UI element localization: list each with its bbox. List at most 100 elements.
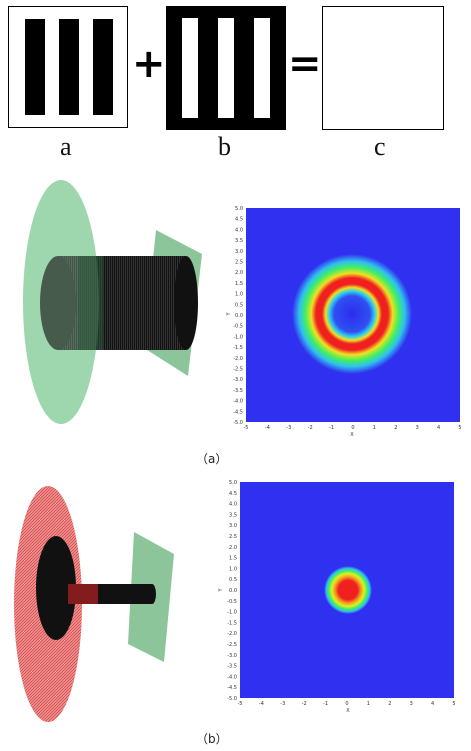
y-tick-label: -5.0 [227,696,237,702]
y-tick-label: -1.5 [233,345,243,351]
beam-focused-red [68,584,98,604]
panel-label-b: b [218,132,231,161]
illustration-b [14,486,174,722]
beam-input-section [36,536,76,640]
plus-operator: + [132,41,166,87]
x-tick-label: 4 [431,701,434,707]
caption-b: （b） [196,732,228,746]
panel-b-slit-3 [254,18,270,118]
x-tick-label: 0 [351,425,354,431]
y-tick-label: -0.5 [233,324,243,330]
y-tick-label: 4.0 [229,502,237,508]
x-tick-label: 1 [367,701,370,707]
y-tick-label: 2.0 [235,270,243,276]
beam-focused-end [148,584,156,604]
y-tick-label: -2.0 [233,356,243,362]
y-tick-label: 5.0 [235,206,243,212]
x-tick-label: -5 [238,701,243,707]
plot-a-ring [292,254,412,374]
x-tick-label: 5 [458,425,461,431]
y-tick-label: 2.5 [235,260,243,266]
x-tick-label: -2 [302,701,307,707]
panel-a-bar-3 [93,19,113,115]
y-tick-label: 4.0 [235,227,243,233]
plot-b-ylabel: Y [218,588,224,593]
panel-c-box [322,6,444,130]
y-tick-label: -5.0 [233,420,243,426]
y-tick-label: 0.0 [229,588,237,594]
x-tick-label: -1 [323,701,328,707]
y-tick-label: 1.5 [229,556,237,562]
panel-b-box [166,6,286,130]
green-disc-overlay [23,180,99,424]
x-tick-label: 1 [373,425,376,431]
x-tick-label: -2 [308,425,313,431]
y-tick-label: -2.0 [227,631,237,637]
y-tick-label: -3.5 [233,388,243,394]
y-tick-label: -3.0 [227,653,237,659]
plot-b-x-ticks: -5 -4 -3 -2 -1 0 1 2 3 4 5 [238,701,456,707]
y-tick-label: -0.5 [227,599,237,605]
beam-cylinder-start [40,256,76,350]
y-tick-label: -1.0 [233,334,243,340]
plot-a-x-ticks: -5 -4 -3 -2 -1 0 1 2 3 4 5 [244,425,462,431]
y-tick-label: -3.5 [227,664,237,670]
plot-a-xlabel: X [350,432,354,438]
x-tick-label: 2 [388,701,391,707]
panel-a-box [8,6,128,128]
y-tick-label: 2.0 [229,545,237,551]
y-tick-label: 1.5 [235,281,243,287]
y-tick-label: 0.5 [235,302,243,308]
x-tick-label: -4 [265,425,270,431]
plot-b-y-ticks: 5.0 4.5 4.0 3.5 3.0 2.5 2.0 1.5 1.0 0.5 0.0 -0.5 -1.… [227,480,237,702]
y-tick-label: 3.0 [235,249,243,255]
plot-b-xlabel: X [346,708,350,714]
intensity-plot-a: 5.0 4.5 4.0 3.5 3.0 2.5 2.0 1.5 1.0 0.5 0.0 -0.5 -1.… [218,200,468,440]
y-tick-label: -2.5 [227,642,237,648]
panel-a-bar-1 [25,19,45,115]
y-tick-label: -1.0 [227,610,237,616]
y-tick-label: 3.5 [229,512,237,518]
y-tick-label: -4.0 [227,674,237,680]
intensity-plot-b: 5.0 4.5 4.0 3.5 3.0 2.5 2.0 1.5 1.0 0.5 0.0 -0.5 -1.… [210,476,460,716]
x-tick-label: 5 [452,701,455,707]
panel-label-a: a [60,132,72,161]
x-tick-label: -5 [244,425,249,431]
panel-a-bar-2 [59,19,79,115]
x-tick-label: 3 [410,701,413,707]
illustration-a [23,180,202,424]
equals-operator: = [288,41,322,87]
caption-a: （a） [196,452,228,466]
x-tick-label: 0 [345,701,348,707]
x-tick-label: -4 [259,701,264,707]
y-tick-label: -3.0 [233,377,243,383]
x-tick-label: 2 [394,425,397,431]
y-tick-label: 4.5 [235,217,243,223]
x-tick-label: -1 [329,425,334,431]
y-tick-label: -4.5 [227,685,237,691]
beam-over-disc [78,256,103,350]
y-tick-label: 3.5 [235,238,243,244]
panel-label-c: c [374,132,386,161]
y-tick-label: -4.0 [233,399,243,405]
x-tick-label: -3 [286,425,291,431]
panel-b-slit-2 [218,18,234,118]
y-tick-label: 2.5 [229,534,237,540]
x-tick-label: 4 [437,425,440,431]
y-tick-label: 4.5 [229,491,237,497]
x-tick-label: -3 [280,701,285,707]
y-tick-label: 3.0 [229,523,237,529]
plot-a-ylabel: Y [226,312,232,317]
beam-cylinder-end [174,256,198,350]
panel-b-slit-1 [182,18,198,118]
y-tick-label: 1.0 [229,566,237,572]
y-tick-label: 5.0 [229,480,237,486]
y-tick-label: 0.0 [235,313,243,319]
y-tick-label: -1.5 [227,620,237,626]
plot-a-y-ticks: 5.0 4.5 4.0 3.5 3.0 2.5 2.0 1.5 1.0 0.5 0.0 -0.5 -1.… [233,206,243,426]
y-tick-label: 1.0 [235,292,243,298]
y-tick-label: -4.5 [233,409,243,415]
y-tick-label: 0.5 [229,577,237,583]
plot-b-spot [324,566,372,614]
x-tick-label: 3 [416,425,419,431]
